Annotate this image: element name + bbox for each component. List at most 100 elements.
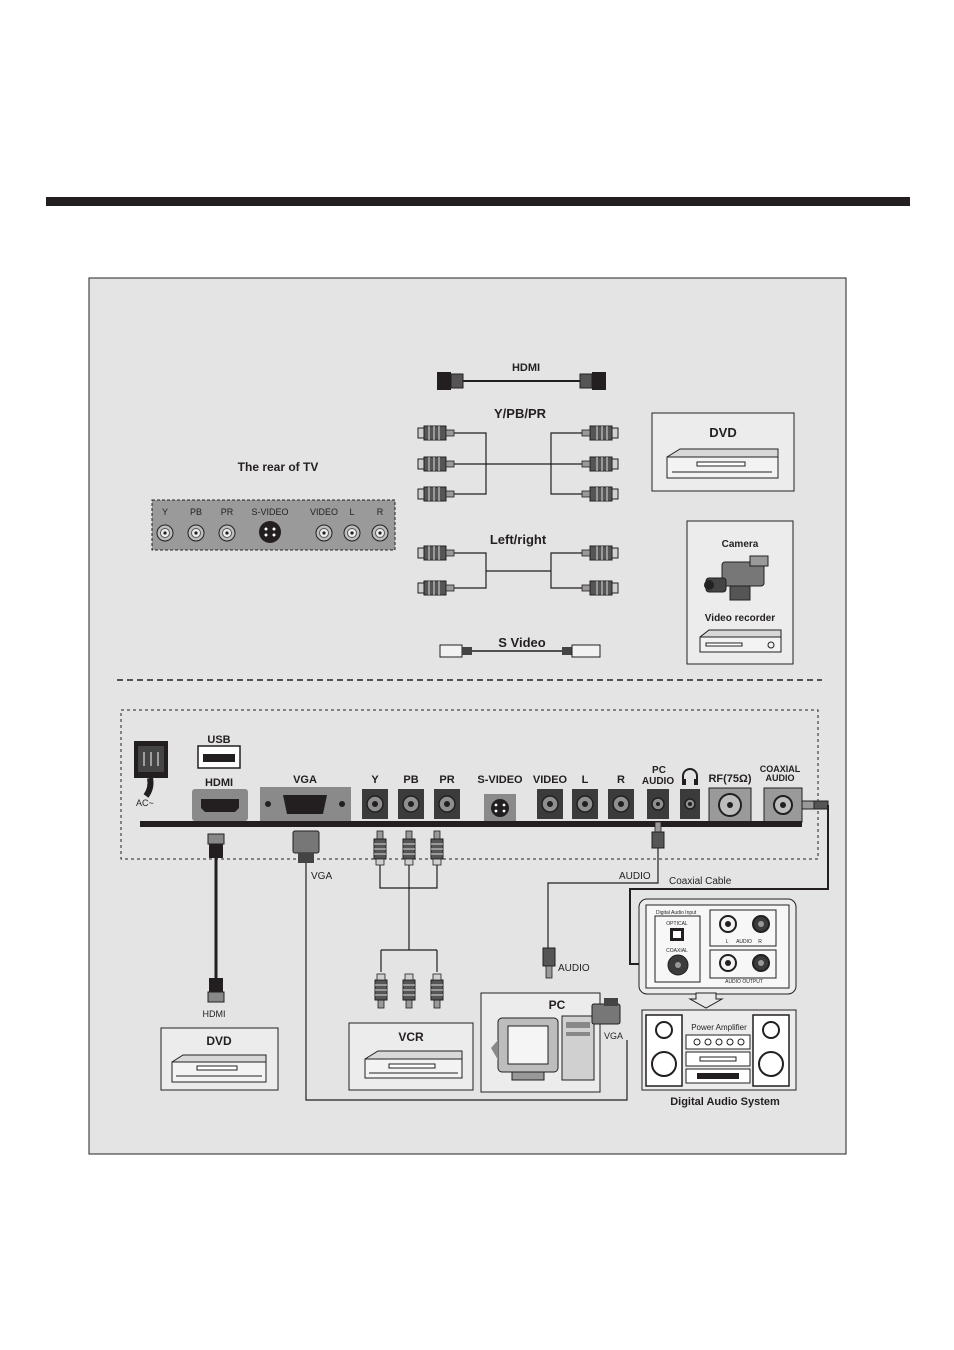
- audio-output-label: AUDIO OUTPUT: [725, 979, 763, 985]
- audio-l-label: L: [726, 939, 729, 945]
- video-jack: [536, 788, 564, 820]
- pc-icon: [491, 1015, 595, 1081]
- rear-jack-l: [343, 524, 361, 542]
- audio-connection-label-pc: AUDIO: [558, 963, 590, 974]
- pc-device-label: PC: [549, 998, 566, 1012]
- pb-jack: [397, 788, 425, 820]
- rear-port-label-video: VIDEO: [310, 507, 338, 517]
- s-video-jack: [484, 794, 516, 822]
- vcr-device-label: VCR: [398, 1030, 424, 1044]
- dvd-player-icon: [666, 448, 779, 479]
- r-jack: [607, 788, 635, 820]
- rear-jack-r: [371, 524, 389, 542]
- pb-port-label: PB: [403, 774, 418, 786]
- optical-port: [670, 928, 684, 941]
- hdmi-port-label: HDMI: [205, 777, 233, 789]
- hdmi-connection: [207, 833, 225, 1003]
- rear-jacks: [156, 521, 389, 543]
- pr-port-label: PR: [439, 774, 454, 786]
- vga-connection-label: VGA: [311, 871, 332, 882]
- coaxial-port-label-1: COAXIAL: [760, 764, 801, 774]
- tv-io-panel: [120, 709, 819, 860]
- hdmi-cable-icon: [437, 372, 606, 390]
- vcr-icon-top: [699, 629, 782, 653]
- pc-audio-port-label-2: AUDIO: [642, 776, 674, 787]
- coaxial-input-label: COAXIAL: [666, 948, 688, 954]
- ac-label: AC~: [136, 798, 154, 808]
- hdmi-connection-label: HDMI: [203, 1009, 226, 1019]
- digital-audio-input-label: Digital Audio Input: [656, 910, 697, 916]
- pr-jack: [433, 788, 461, 820]
- hdmi-port: [192, 789, 248, 821]
- left-speaker-icon: [645, 1014, 683, 1087]
- pc-audio-jack: [647, 789, 669, 819]
- audio-input-jacks: [719, 915, 770, 933]
- tv-panel-edge: [140, 821, 802, 827]
- video-port-label: VIDEO: [533, 774, 568, 786]
- pc-audio-port-label-1: PC: [652, 765, 666, 776]
- rear-port-label-s-video: S-VIDEO: [251, 507, 288, 517]
- left-right-cable-icon: [417, 545, 619, 596]
- rear-port-label-r: R: [377, 507, 384, 517]
- right-speaker-icon: [752, 1014, 790, 1087]
- audio-input-audio-label: AUDIO: [736, 939, 752, 945]
- rf-port-label: RF(75Ω): [708, 773, 751, 785]
- video-recorder-label: Video recorder: [705, 613, 776, 624]
- camcorder-icon: [704, 555, 769, 601]
- ac-power-icon: [134, 741, 168, 798]
- coaxial-audio-jack: [763, 787, 803, 823]
- audio-r-label: R: [758, 939, 762, 945]
- rf-jack: [708, 787, 752, 823]
- ypbpr-cable-label: Y/PB/PR: [494, 406, 547, 421]
- hdmi-cable-label: HDMI: [512, 362, 540, 374]
- dvd-player-icon-bottom: [171, 1054, 267, 1083]
- vga-port-label: VGA: [293, 774, 317, 786]
- y-jack: [361, 788, 389, 820]
- rear-jack-pb: [187, 524, 205, 542]
- rear-jack-y: [156, 524, 174, 542]
- pc-vga-label: VGA: [604, 1031, 623, 1041]
- audio-output-jacks: [719, 954, 770, 972]
- down-arrow-icon: [688, 992, 724, 1009]
- usb-port: [197, 745, 241, 769]
- l-port-label: L: [582, 774, 589, 786]
- rear-jack-pr: [218, 524, 236, 542]
- rear-port-label-pb: PB: [190, 507, 202, 517]
- pc-audio-connection: [542, 821, 665, 979]
- vcr-icon-bottom: [364, 1050, 463, 1079]
- dvd-source-label: DVD: [709, 425, 736, 440]
- headphone-icon: [682, 768, 698, 785]
- camera-label: Camera: [722, 539, 759, 550]
- headphone-jack: [680, 789, 700, 819]
- l-jack: [571, 788, 599, 820]
- rear-port-labels: Y PB PR S-VIDEO VIDEO L R: [162, 507, 384, 517]
- power-amplifier-label: Power Amplifier: [691, 1023, 747, 1032]
- y-port-label: Y: [371, 774, 379, 786]
- left-right-cable-label: Left/right: [490, 532, 547, 547]
- s-video-cable-icon: [439, 644, 601, 658]
- rear-jack-video: [315, 524, 333, 542]
- vga-connection: [292, 830, 628, 1101]
- coaxial-cable-label: Coaxial Cable: [669, 876, 732, 887]
- pc-vga-connector-icon: [591, 998, 621, 1025]
- audio-connection-label-top: AUDIO: [619, 871, 651, 882]
- rear-port-label-l: L: [349, 507, 354, 517]
- rear-of-tv-title: The rear of TV: [238, 460, 319, 474]
- component-connection: [373, 830, 444, 1009]
- rear-port-label-y: Y: [162, 507, 168, 517]
- optical-label: OPTICAL: [666, 921, 688, 927]
- s-video-port-label: S-VIDEO: [477, 774, 523, 786]
- coaxial-input-port: [667, 954, 689, 976]
- r-port-label: R: [617, 774, 625, 786]
- vga-port: [260, 787, 351, 821]
- header-rule: [46, 197, 910, 206]
- ypbpr-cable-icon: [417, 425, 619, 502]
- power-amplifier-icon: [685, 1034, 751, 1084]
- rear-port-label-pr: PR: [221, 507, 234, 517]
- digital-audio-system-label: Digital Audio System: [670, 1096, 780, 1108]
- usb-label: USB: [207, 734, 230, 746]
- dvd-device-label: DVD: [206, 1034, 232, 1048]
- s-video-cable-label: S Video: [498, 635, 546, 650]
- coaxial-port-label-2: AUDIO: [766, 773, 795, 783]
